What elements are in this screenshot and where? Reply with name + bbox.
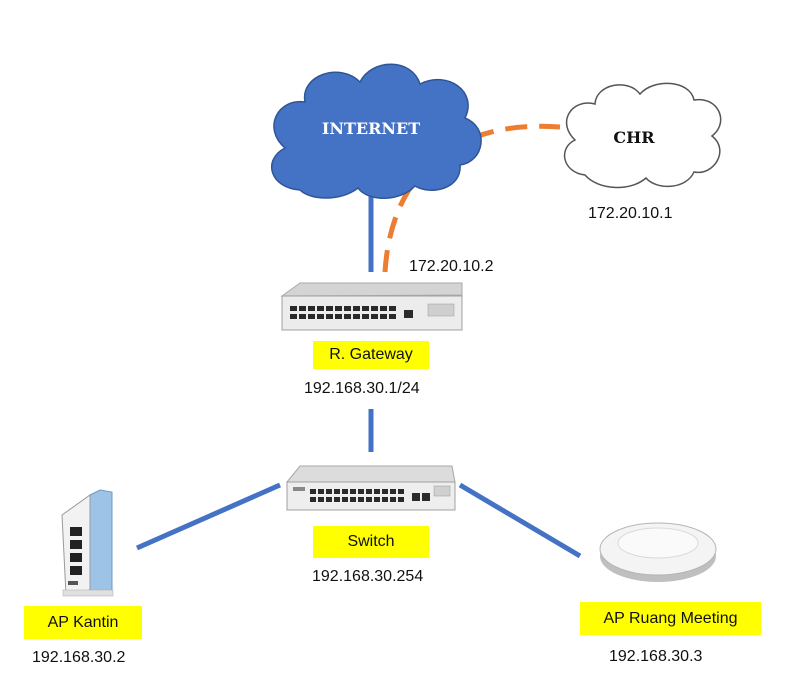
internet-label: INTERNET (322, 119, 420, 138)
chr-ip-label: 172.20.10.1 (588, 205, 673, 222)
switch-device-icon (285, 465, 456, 511)
gateway-router-icon (280, 282, 463, 331)
ap-meeting-label: AP Ruang Meeting (580, 602, 761, 635)
switch-ap-meeting-link (458, 482, 582, 559)
switch-label: Switch (313, 526, 429, 558)
internet-cloud: INTERNET (270, 63, 482, 199)
ap-meeting-device-icon (599, 522, 717, 582)
chr-label: CHR (613, 128, 655, 147)
switch-ip-label: 192.168.30.254 (312, 568, 424, 585)
ap-meeting-ip-label: 192.168.30.3 (609, 648, 703, 665)
ap-kantin-label: AP Kantin (24, 606, 142, 639)
ap-kantin-device-icon (61, 489, 114, 597)
ap-kantin-ip-label: 192.168.30.2 (32, 649, 126, 666)
gateway-ip-label: 192.168.30.1/24 (304, 380, 420, 397)
gateway-label: R. Gateway (313, 341, 429, 369)
chr-cloud: CHR (563, 82, 722, 189)
tunnel-ip-label: 172.20.10.2 (409, 258, 494, 275)
vpn-tunnel-link (382, 123, 561, 273)
switch-ap-kantin-link (135, 482, 282, 551)
